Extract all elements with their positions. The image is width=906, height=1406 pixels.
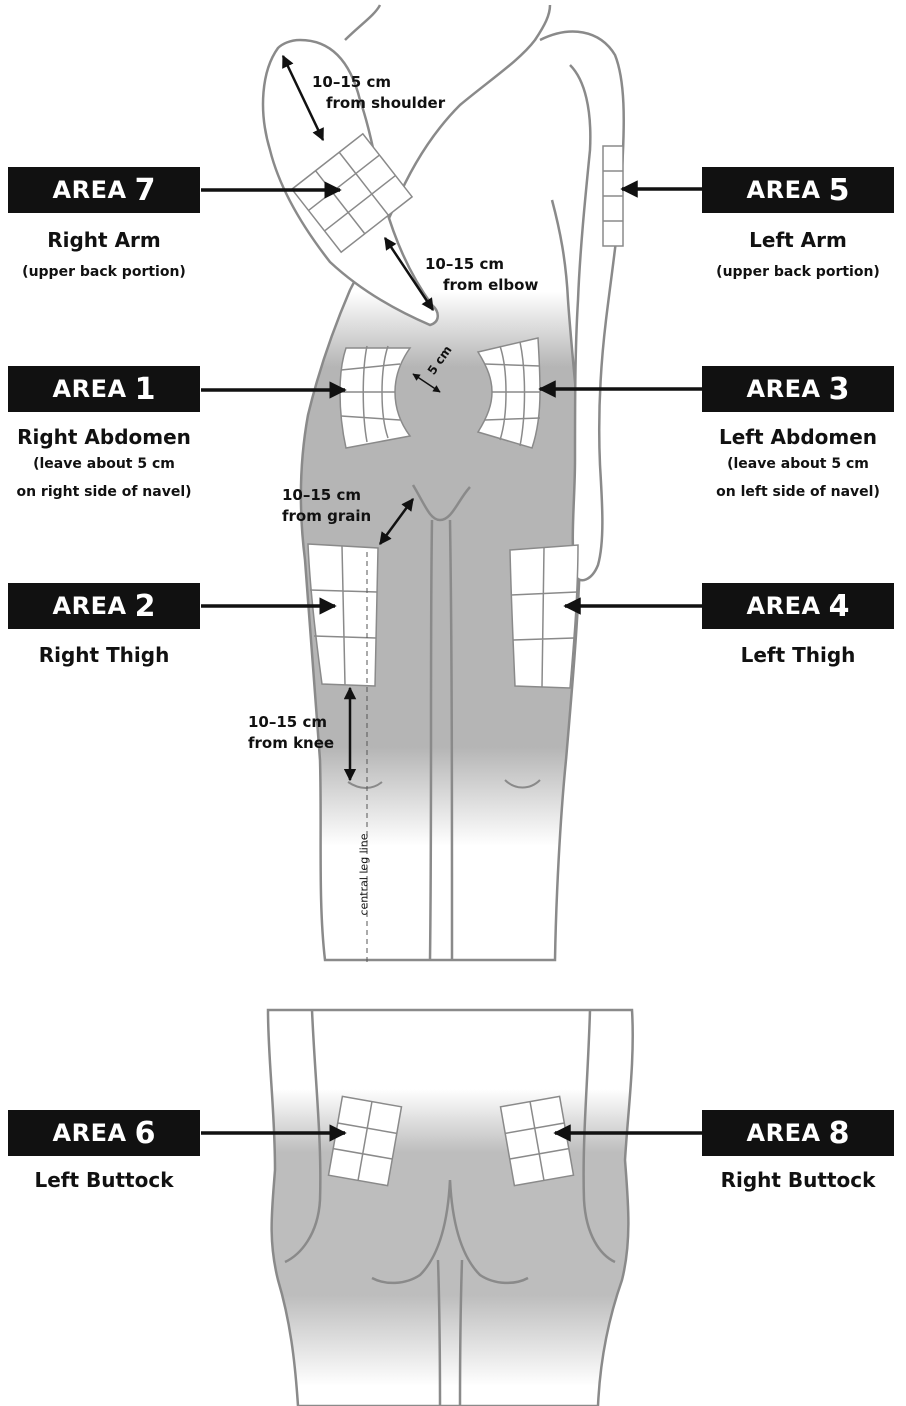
area-1-word: AREA bbox=[52, 375, 127, 403]
shoulder-annotation-line2: from shoulder bbox=[326, 94, 446, 112]
gluteal-cleft-outline bbox=[371, 1179, 529, 1406]
area-2-name: Right Thigh bbox=[38, 643, 170, 667]
area-7-word: AREA bbox=[52, 176, 127, 204]
front-body-figure bbox=[261, 4, 625, 962]
knee-annotation-line2: from knee bbox=[248, 734, 335, 752]
groin-outline bbox=[411, 484, 471, 522]
area-6-number: 6 bbox=[134, 1115, 156, 1151]
area-5-note: (upper back portion) bbox=[716, 264, 880, 280]
back-body-figure bbox=[266, 1008, 634, 1406]
grid-area-8 bbox=[499, 1095, 575, 1187]
area-3-note-line1: (leave about 5 cm bbox=[727, 456, 869, 472]
shoulder-annotation: 10–15 cm from shoulder bbox=[312, 72, 445, 114]
area-1-note-line1: (leave about 5 cm bbox=[33, 456, 175, 472]
area-1-number: 1 bbox=[134, 371, 156, 407]
area-6-word: AREA bbox=[52, 1119, 127, 1147]
area-3-note-line2: on left side of navel) bbox=[716, 484, 880, 500]
groin-annotation: 10–15 cm from grain bbox=[282, 485, 371, 527]
grid-area-1 bbox=[339, 345, 412, 449]
grid-area-4 bbox=[509, 544, 579, 689]
knee-annotation: 10–15 cm from knee bbox=[248, 712, 334, 754]
area-4-word: AREA bbox=[746, 592, 821, 620]
area-7-note: (upper back portion) bbox=[22, 264, 186, 280]
grid-area-2 bbox=[307, 543, 379, 687]
elbow-annotation-line2: from elbow bbox=[443, 276, 539, 294]
elbow-annotation-line1: 10–15 cm bbox=[425, 255, 504, 273]
area-5-name: Left Arm bbox=[749, 228, 847, 252]
shoulder-annotation-line1: 10–15 cm bbox=[312, 73, 391, 91]
knee-outline bbox=[347, 779, 541, 789]
area-3-name: Left Abdomen bbox=[718, 425, 878, 449]
area-8-name: Right Buttock bbox=[720, 1168, 876, 1192]
area-8-number: 8 bbox=[828, 1115, 850, 1151]
grid-area-6 bbox=[327, 1095, 403, 1187]
elbow-distance-arrow bbox=[383, 236, 435, 312]
area-7-name: Right Arm bbox=[47, 228, 161, 252]
area-8-word: AREA bbox=[746, 1119, 821, 1147]
back-arm-left-outline bbox=[284, 1009, 322, 1264]
shoulder-distance-arrow bbox=[281, 54, 325, 142]
knee-annotation-line1: 10–15 cm bbox=[248, 713, 327, 731]
area-5-word: AREA bbox=[746, 176, 821, 204]
grid-area-3 bbox=[476, 337, 541, 449]
area-7-number: 7 bbox=[134, 172, 156, 208]
inner-leg-outline bbox=[428, 519, 454, 961]
grid-area-7 bbox=[290, 132, 414, 254]
area-2-word: AREA bbox=[52, 592, 127, 620]
area-1-name: Right Abdomen bbox=[17, 425, 191, 449]
back-torso-outline bbox=[266, 1008, 634, 1406]
groin-distance-arrow bbox=[378, 497, 415, 546]
area-6-name: Left Buttock bbox=[34, 1168, 174, 1192]
central-leg-line-label: central leg line bbox=[357, 833, 371, 916]
area-3-word: AREA bbox=[746, 375, 821, 403]
navel-distance-arrow bbox=[412, 373, 441, 393]
area-3-number: 3 bbox=[828, 371, 850, 407]
area-4-number: 4 bbox=[828, 588, 850, 624]
groin-annotation-line2: from grain bbox=[282, 507, 372, 525]
groin-annotation-line1: 10–15 cm bbox=[282, 486, 361, 504]
area-4-name: Left Thigh bbox=[740, 643, 856, 667]
elbow-annotation: 10–15 cm from elbow bbox=[425, 254, 538, 296]
label-arrows bbox=[201, 180, 702, 1142]
area-2-number: 2 bbox=[134, 588, 156, 624]
area-1-note-line2: on right side of navel) bbox=[16, 484, 192, 500]
area-5-number: 5 bbox=[828, 172, 850, 208]
back-arm-right-outline bbox=[582, 1009, 616, 1264]
grid-area-5 bbox=[602, 145, 624, 247]
head-outline bbox=[344, 4, 552, 206]
dimension-arrows bbox=[281, 54, 441, 782]
